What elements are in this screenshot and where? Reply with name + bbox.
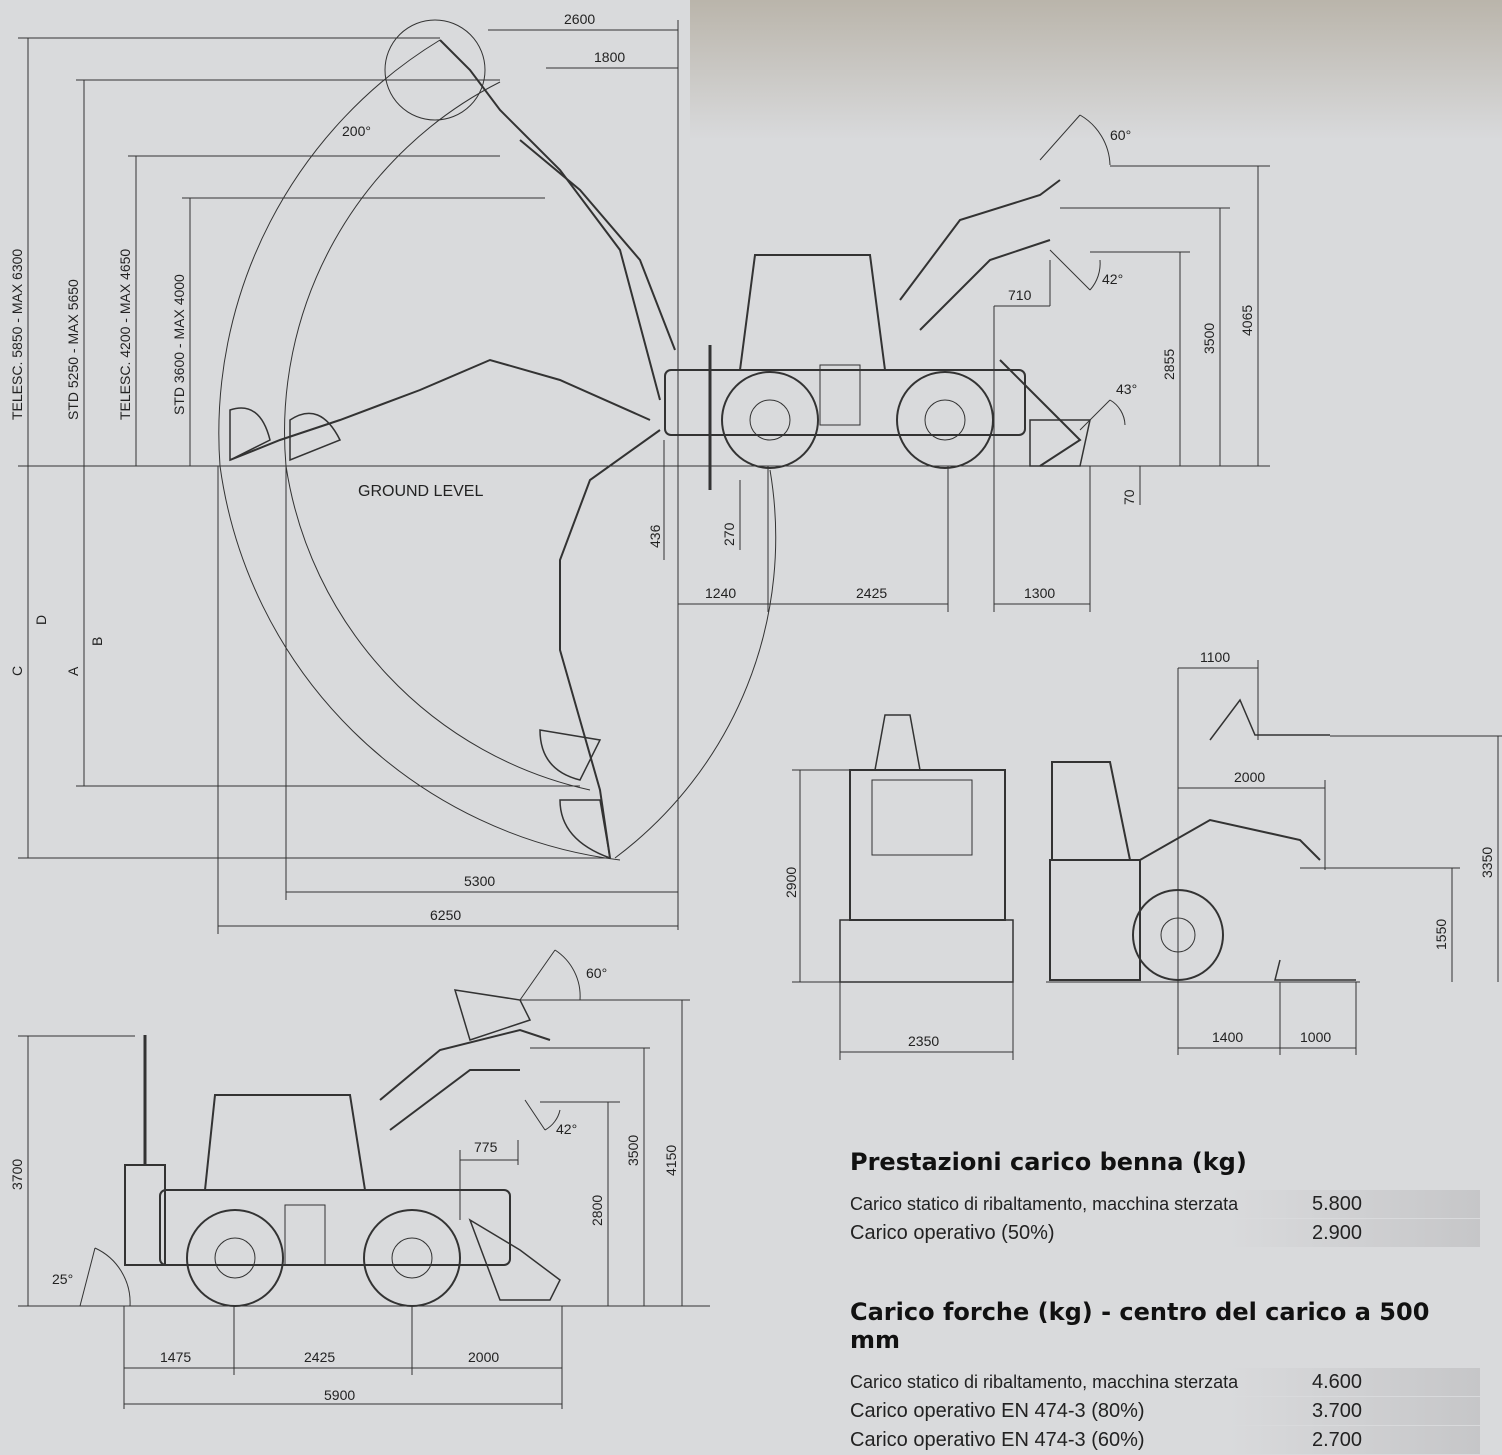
dim-70: 70	[1121, 489, 1137, 505]
lower-dim-1475: 1475	[160, 1349, 191, 1365]
table-row: Carico operativo EN 474-3 (80%) 3.700	[850, 1397, 1480, 1425]
table-row: Carico statico di ribaltamento, macchina…	[850, 1190, 1480, 1218]
row-label: Carico operativo EN 474-3 (80%)	[850, 1399, 1145, 1422]
lower-angle-25: 25°	[52, 1271, 73, 1287]
fork-dim-1000: 1000	[1300, 1029, 1331, 1045]
fork-dim-1100: 1100	[1200, 649, 1230, 665]
ground-level-label: GROUND LEVEL	[358, 483, 483, 500]
fork-dim-1400: 1400	[1212, 1029, 1243, 1045]
lower-angle-42: 42°	[556, 1121, 577, 1137]
depth-letter-d: D	[33, 615, 49, 625]
lower-dim-4150: 4150	[663, 1145, 679, 1176]
lower-dim-3700: 3700	[9, 1159, 25, 1190]
bucket-performance-table: Prestazioni carico benna (kg) Carico sta…	[850, 1148, 1480, 1248]
fork-dim-1550: 1550	[1433, 919, 1449, 950]
height-telesc-4200: TELESC. 4200 - MAX 4650	[117, 249, 133, 420]
row-label: Carico operativo (50%)	[850, 1221, 1055, 1244]
dim-5300: 5300	[464, 873, 495, 889]
lower-dim-2800: 2800	[589, 1195, 605, 1226]
row-label: Carico statico di ribaltamento, macchina…	[850, 1193, 1239, 1214]
dim-4065: 4065	[1239, 305, 1255, 336]
dim-2425: 2425	[856, 585, 887, 601]
row-value: 2.700	[1312, 1428, 1363, 1451]
table-row: Carico statico di ribaltamento, macchina…	[850, 1368, 1480, 1396]
dim-1800: 1800	[594, 49, 625, 65]
angle-200: 200°	[342, 123, 371, 139]
front-width-2350: 2350	[908, 1033, 939, 1049]
dim-2855: 2855	[1161, 349, 1177, 380]
table-row: Carico operativo EN 474-3 (60%) 2.700	[850, 1426, 1480, 1454]
lower-dim-3500: 3500	[625, 1135, 641, 1166]
fork-dim-2000: 2000	[1234, 769, 1265, 785]
fork-dim-3350: 3350	[1479, 847, 1495, 878]
height-std-3600: STD 3600 - MAX 4000	[171, 274, 187, 415]
row-label: Carico operativo EN 474-3 (60%)	[850, 1428, 1145, 1451]
lower-dim-2000: 2000	[468, 1349, 499, 1365]
table-row: Carico operativo (50%) 2.900	[850, 1219, 1480, 1247]
dim-2600: 2600	[564, 11, 595, 27]
bucket-table-title: Prestazioni carico benna (kg)	[850, 1148, 1247, 1176]
dim-436: 436	[647, 524, 663, 548]
height-std-5250: STD 5250 - MAX 5650	[65, 279, 81, 420]
depth-letter-a: A	[65, 666, 81, 676]
dim-1300: 1300	[1024, 585, 1055, 601]
dim-6250: 6250	[430, 907, 461, 923]
row-value: 5.800	[1312, 1192, 1363, 1215]
row-value: 2.900	[1312, 1221, 1363, 1244]
fork-load-table: Carico forche (kg) - centro del carico a…	[850, 1298, 1480, 1455]
depth-letter-b: B	[89, 637, 105, 646]
dim-3500-right: 3500	[1201, 323, 1217, 354]
header-photo-fade	[690, 0, 1502, 140]
lower-dim-5900: 5900	[324, 1387, 355, 1403]
angle-42-right: 42°	[1102, 271, 1123, 287]
row-value: 3.700	[1312, 1399, 1363, 1422]
height-telesc-5850: TELESC. 5850 - MAX 6300	[9, 249, 25, 420]
lower-angle-60: 60°	[586, 965, 607, 981]
lower-dim-775: 775	[474, 1139, 498, 1155]
technical-drawing: GROUND LEVEL TELESC. 5850 - MAX 6300 STD…	[9, 11, 1502, 1409]
fork-table-title: Carico forche (kg) - centro del carico a…	[850, 1298, 1430, 1354]
dim-270: 270	[721, 522, 737, 546]
row-value: 4.600	[1312, 1370, 1363, 1393]
angle-60-right: 60°	[1110, 127, 1131, 143]
dim-710: 710	[1008, 287, 1032, 303]
lower-dim-2425: 2425	[304, 1349, 335, 1365]
angle-43-right: 43°	[1116, 381, 1137, 397]
depth-letter-c: C	[9, 666, 25, 676]
front-height-2900: 2900	[783, 867, 799, 898]
dim-1240: 1240	[705, 585, 736, 601]
row-label: Carico statico di ribaltamento, macchina…	[850, 1371, 1239, 1392]
